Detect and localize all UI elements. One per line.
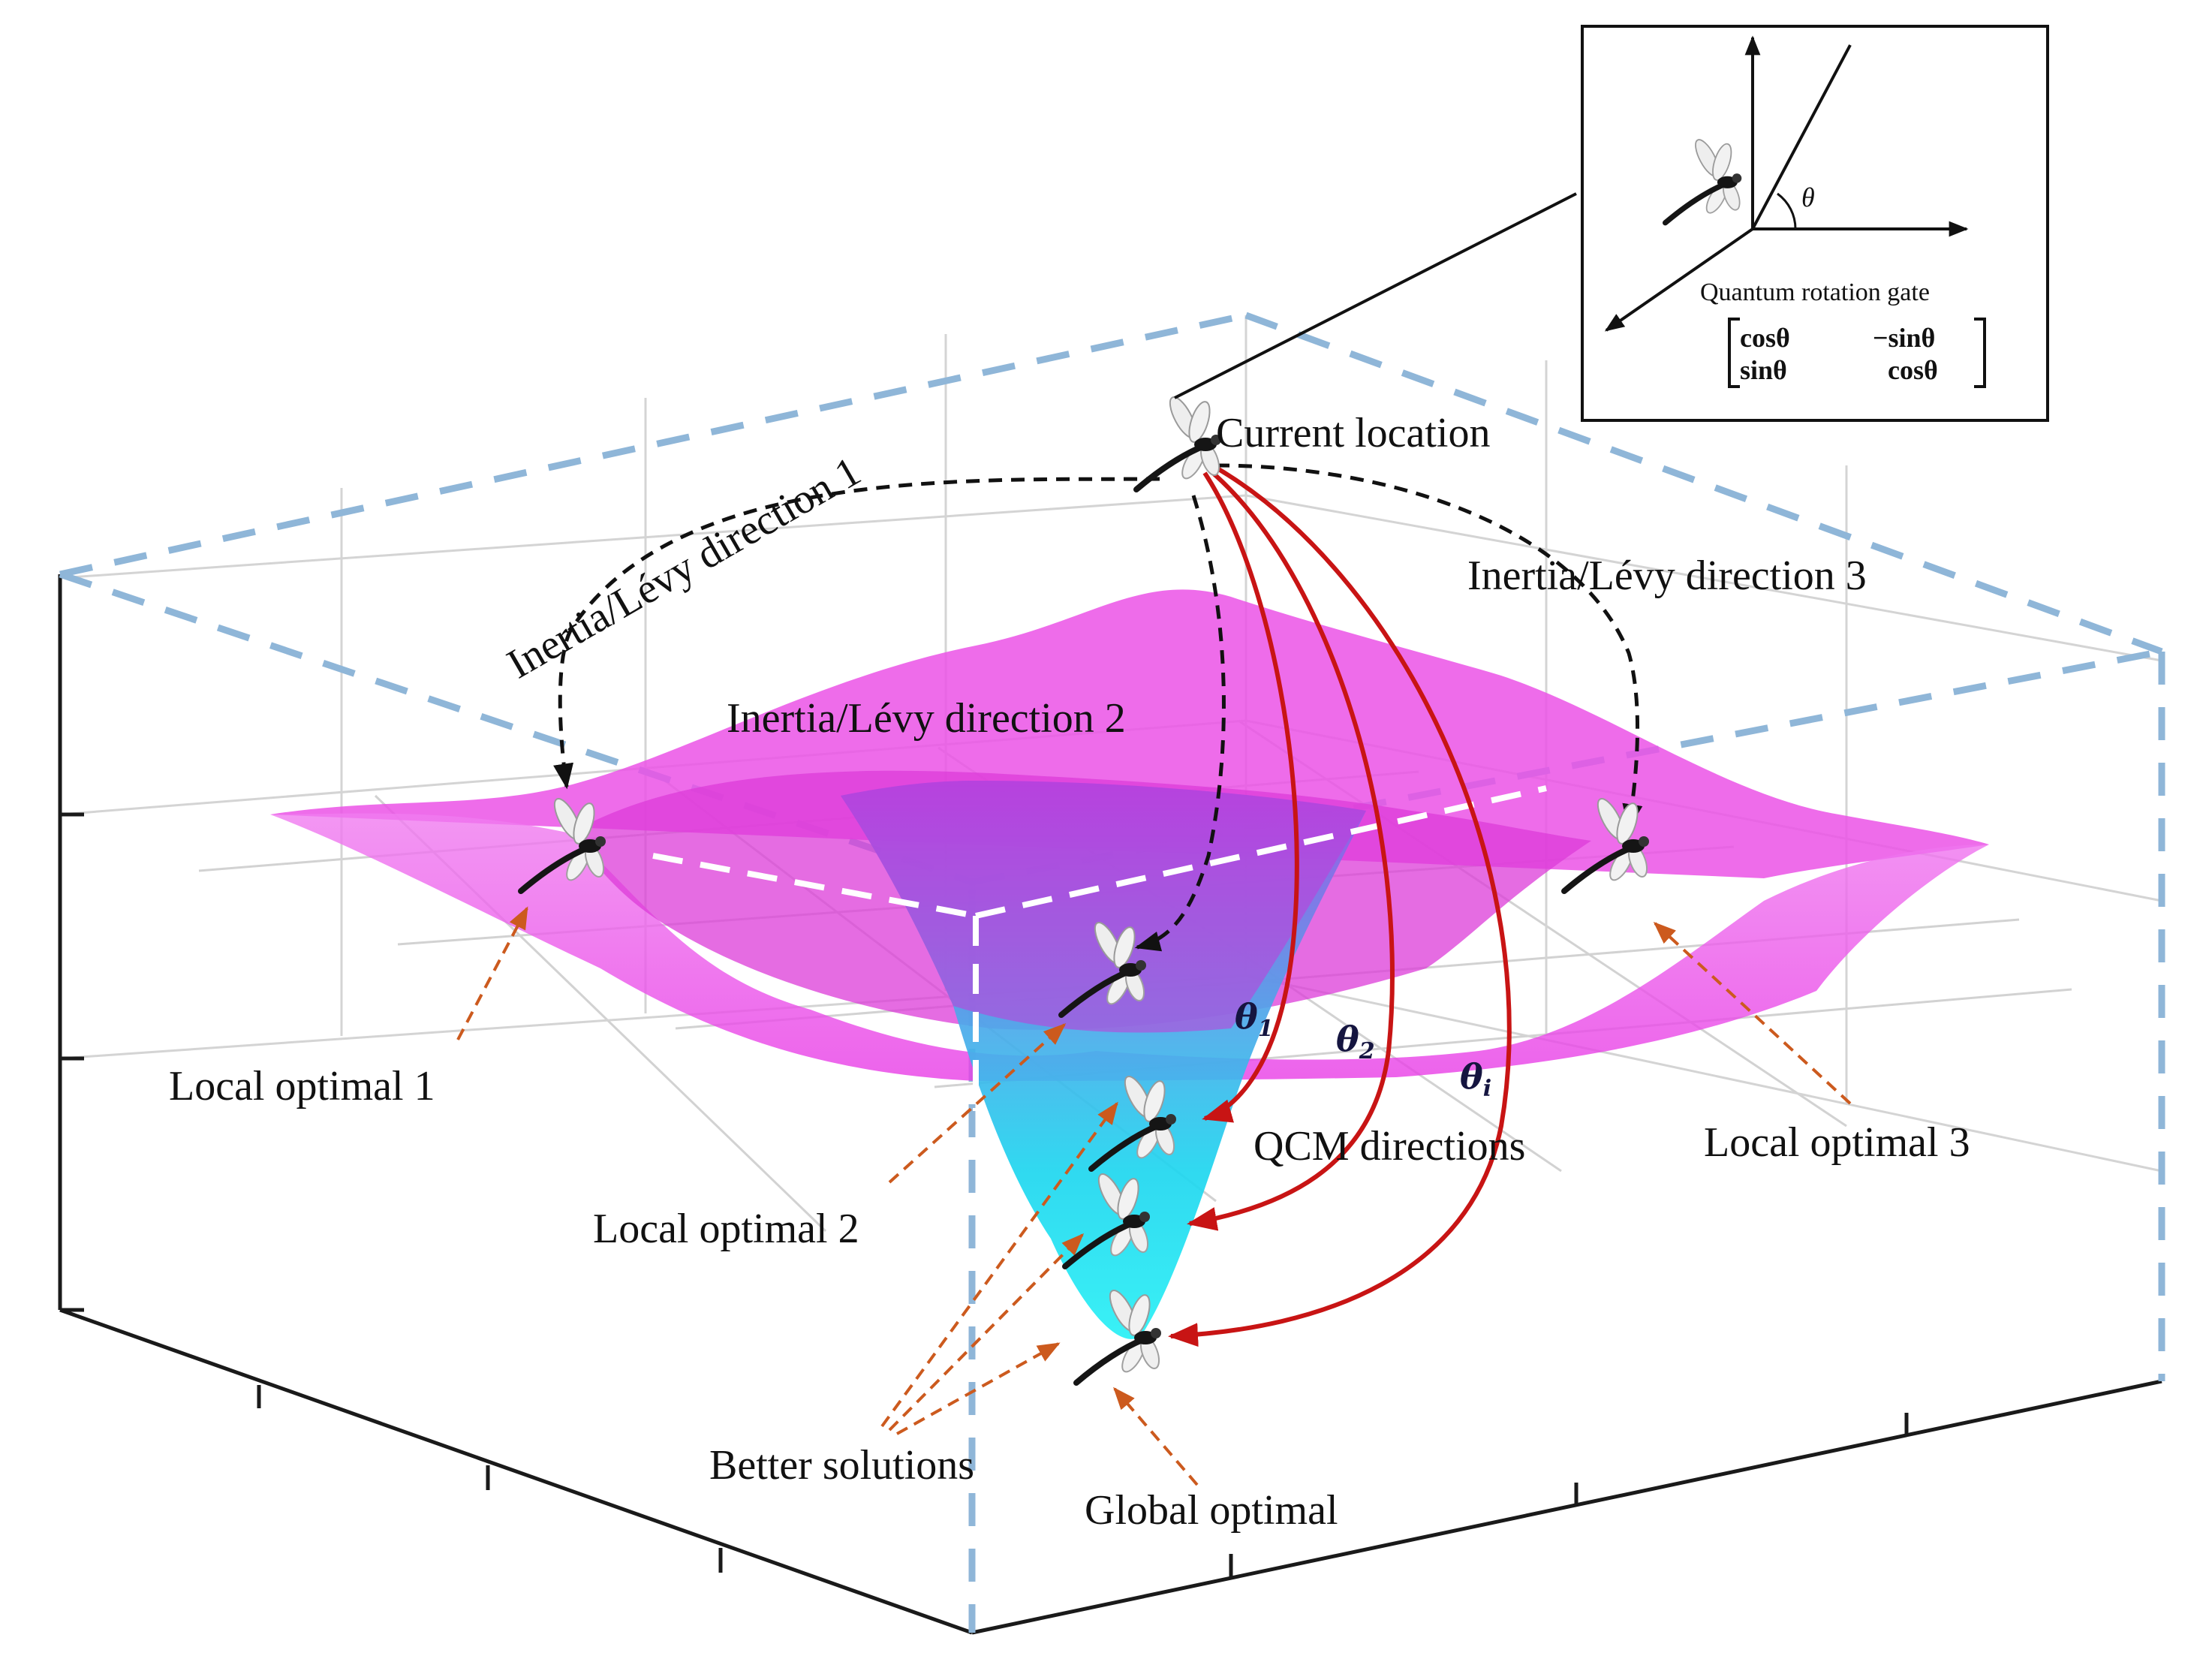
matrix-r2c1: sinθ: [1740, 355, 1787, 385]
matrix-r2c2: cosθ: [1888, 355, 1938, 385]
label-local-optimal-1: Local optimal 1: [169, 1063, 435, 1109]
pointer-better-1: [880, 1101, 1118, 1428]
quantum-rotation-inset: θ Quantum rotation gate cosθ −sinθ sinθ …: [1581, 25, 2049, 422]
pointer-local-optimal-1: [456, 906, 528, 1040]
direction-1-arrow: [553, 477, 1160, 790]
z-axis: [58, 574, 84, 1312]
direction-2-arrow: [1134, 495, 1226, 952]
direction-3-arrow: [1215, 463, 1643, 830]
label-direction-3: Inertia/Lévy direction 3: [1467, 552, 1867, 599]
label-current-location: Current location: [1216, 410, 1490, 456]
label-local-optimal-2: Local optimal 2: [593, 1206, 859, 1252]
qcm-arrows: [1168, 463, 1512, 1347]
fitness-surface: [270, 589, 1989, 1339]
dragonfly-icon: [1136, 393, 1223, 489]
pointer-better-3: [896, 1342, 1061, 1435]
matrix-r1c2: −sinθ: [1873, 323, 1935, 353]
projection-lines: [652, 785, 1547, 1111]
label-direction-1: Inertia/Lévy direction 1: [500, 448, 869, 688]
label-direction-2: Inertia/Lévy direction 2: [727, 695, 1126, 742]
pointer-local-optimal-2: [888, 1022, 1067, 1184]
pointer-arrows: [456, 906, 1852, 1486]
pointer-global-optimal: [1113, 1386, 1199, 1486]
label-theta-1: θ1: [1235, 996, 1274, 1042]
qcm-arrow-i: [1168, 463, 1512, 1347]
matrix-r1c1: cosθ: [1740, 323, 1790, 353]
floor-axes: [59, 1308, 2162, 1635]
label-local-optimal-3: Local optimal 3: [1704, 1119, 1970, 1166]
qcm-arrow-2: [1187, 467, 1395, 1231]
inset-theta: θ: [1801, 182, 1815, 212]
qcm-arrow-1: [1202, 471, 1299, 1123]
label-qcm-directions: QCM directions: [1253, 1123, 1525, 1170]
label-theta-2: θ2: [1336, 1019, 1375, 1064]
label-theta-i: θi: [1460, 1056, 1491, 1102]
inset-title: Quantum rotation gate: [1700, 279, 1930, 306]
label-global-optimal: Global optimal: [1085, 1487, 1338, 1534]
pointer-better-2: [888, 1233, 1085, 1432]
pointer-local-optimal-3: [1653, 921, 1852, 1105]
label-better-solutions: Better solutions: [709, 1442, 974, 1489]
inset-callout-line: [1174, 192, 1577, 399]
inertia-levy-arrows: [553, 463, 1643, 952]
